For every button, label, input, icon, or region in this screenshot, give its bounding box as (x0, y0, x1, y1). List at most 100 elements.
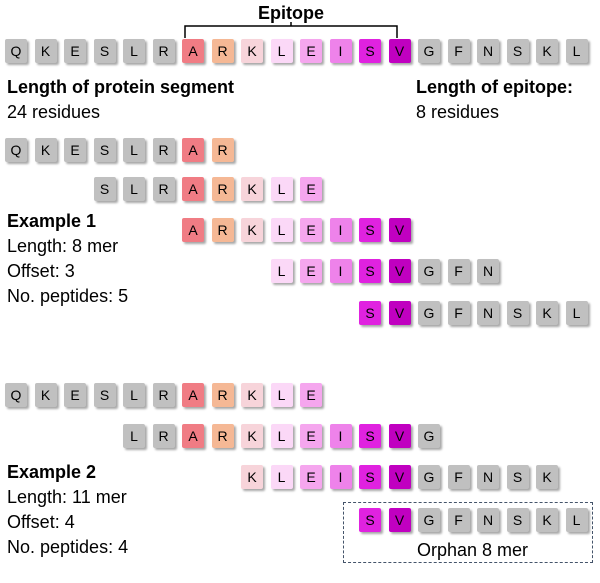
example2-row3-residue: K (241, 465, 263, 489)
example1-row5-residue: S (359, 301, 381, 325)
example1-row3-residue: L (270, 218, 293, 242)
epitope-length-label: Length of epitope: (416, 77, 573, 97)
segment-length-label: Length of protein segment (7, 77, 234, 97)
example2-row1-residue: L (123, 383, 145, 407)
protein-residue: A (182, 39, 204, 63)
example1-row3-residue: I (329, 218, 352, 242)
example2-row2-residue: I (329, 424, 352, 448)
example2-title: Example 2 (7, 462, 97, 482)
example1-row3-residue: E (300, 218, 322, 242)
example2-row3-residue: E (300, 465, 322, 489)
example2-row2-residue: R (211, 424, 234, 448)
example2-row1-residue: R (211, 383, 234, 407)
example2-row1-residue: E (300, 383, 322, 407)
example1-row4-residue: F (447, 259, 470, 283)
example2-row3-residue: N (477, 465, 499, 489)
protein-residue: K (536, 39, 558, 63)
example1-peptides: No. peptides: 5 (7, 286, 129, 306)
example1-row4-residue: I (329, 259, 352, 283)
example2-row4-residue: S (359, 508, 381, 532)
protein-residue: E (64, 39, 86, 63)
example1-row2-residue: E (300, 177, 322, 201)
epitope-length-value: 8 residues (416, 102, 500, 122)
example2-row1-residue: L (270, 383, 293, 407)
example1-row5-residue: S (506, 301, 529, 325)
example2-offset: Offset: 4 (7, 512, 75, 532)
example2-row3-residue: G (418, 465, 440, 489)
example1-row4-residue: V (388, 259, 411, 283)
example2-row4-residue: V (388, 508, 411, 532)
example2-row2-residue: A (182, 424, 204, 448)
protein-residue: R (152, 39, 175, 63)
example2-row3-residue: K (536, 465, 558, 489)
protein-residue: L (123, 39, 145, 63)
protein-residue: K (241, 39, 263, 63)
protein-residue: Q (5, 39, 27, 63)
protein-residue: S (506, 39, 529, 63)
protein-residue: S (93, 39, 116, 63)
example1-row2-residue: K (241, 177, 263, 201)
example1-row5-residue: F (447, 301, 470, 325)
example2-row3-residue: F (447, 465, 470, 489)
example1-row2-residue: R (211, 177, 234, 201)
example1-row2-residue: L (123, 177, 145, 201)
example1-row2-residue: S (93, 177, 116, 201)
example2-row3-residue: I (329, 465, 352, 489)
example1-row4-residue: E (300, 259, 322, 283)
example1-row3-residue: K (241, 218, 263, 242)
protein-residue: I (329, 39, 352, 63)
example2-row1-residue: K (34, 383, 57, 407)
example1-row5-residue: G (418, 301, 440, 325)
example1-row5-residue: L (565, 301, 588, 325)
example1-row5-residue: K (536, 301, 558, 325)
example2-row2-residue: G (418, 424, 440, 448)
example1-row3-residue: S (359, 218, 381, 242)
example1-row1-residue: S (93, 138, 116, 162)
example2-row1-residue: S (93, 383, 116, 407)
protein-residue: K (34, 39, 57, 63)
example1-row2-residue: R (152, 177, 175, 201)
example2-row4-residue: L (565, 508, 588, 532)
example1-row1-residue: R (211, 138, 234, 162)
protein-residue: L (270, 39, 293, 63)
example2-row4-residue: F (447, 508, 470, 532)
protein-residue: F (447, 39, 470, 63)
orphan-box (343, 502, 593, 563)
example2-row2-residue: L (123, 424, 145, 448)
protein-residue: E (300, 39, 322, 63)
example2-row2-residue: E (300, 424, 322, 448)
example1-title: Example 1 (7, 211, 97, 231)
segment-length-value: 24 residues (7, 102, 101, 122)
example2-row2-residue: R (152, 424, 175, 448)
example1-row1-residue: A (182, 138, 204, 162)
example2-row2-residue: L (270, 424, 293, 448)
example2-row2-residue: V (388, 424, 411, 448)
example1-row3-residue: V (388, 218, 411, 242)
example1-row5-residue: N (477, 301, 499, 325)
protein-residue: L (565, 39, 588, 63)
example2-row4-residue: G (418, 508, 440, 532)
example2-row1-residue: K (241, 383, 263, 407)
example1-row2-residue: L (270, 177, 293, 201)
example1-row1-residue: L (123, 138, 145, 162)
protein-residue: N (477, 39, 499, 63)
example2-row2-residue: S (359, 424, 381, 448)
example1-row1-residue: Q (5, 138, 27, 162)
example1-row1-residue: K (34, 138, 57, 162)
example2-row1-residue: R (152, 383, 175, 407)
example2-row3-residue: L (270, 465, 293, 489)
example1-row4-residue: L (270, 259, 293, 283)
protein-residue: R (211, 39, 234, 63)
protein-residue: S (359, 39, 381, 63)
example2-row3-residue: S (359, 465, 381, 489)
example2-row4-residue: K (536, 508, 558, 532)
example1-row3-residue: A (182, 218, 204, 242)
example1-row4-residue: G (418, 259, 440, 283)
example2-length: Length: 11 mer (7, 487, 127, 507)
example1-offset: Offset: 3 (7, 261, 75, 281)
example2-row2-residue: K (241, 424, 263, 448)
example2-row3-residue: V (388, 465, 411, 489)
example1-row2-residue: A (182, 177, 204, 201)
example2-row1-residue: A (182, 383, 204, 407)
example2-row1-residue: E (64, 383, 86, 407)
